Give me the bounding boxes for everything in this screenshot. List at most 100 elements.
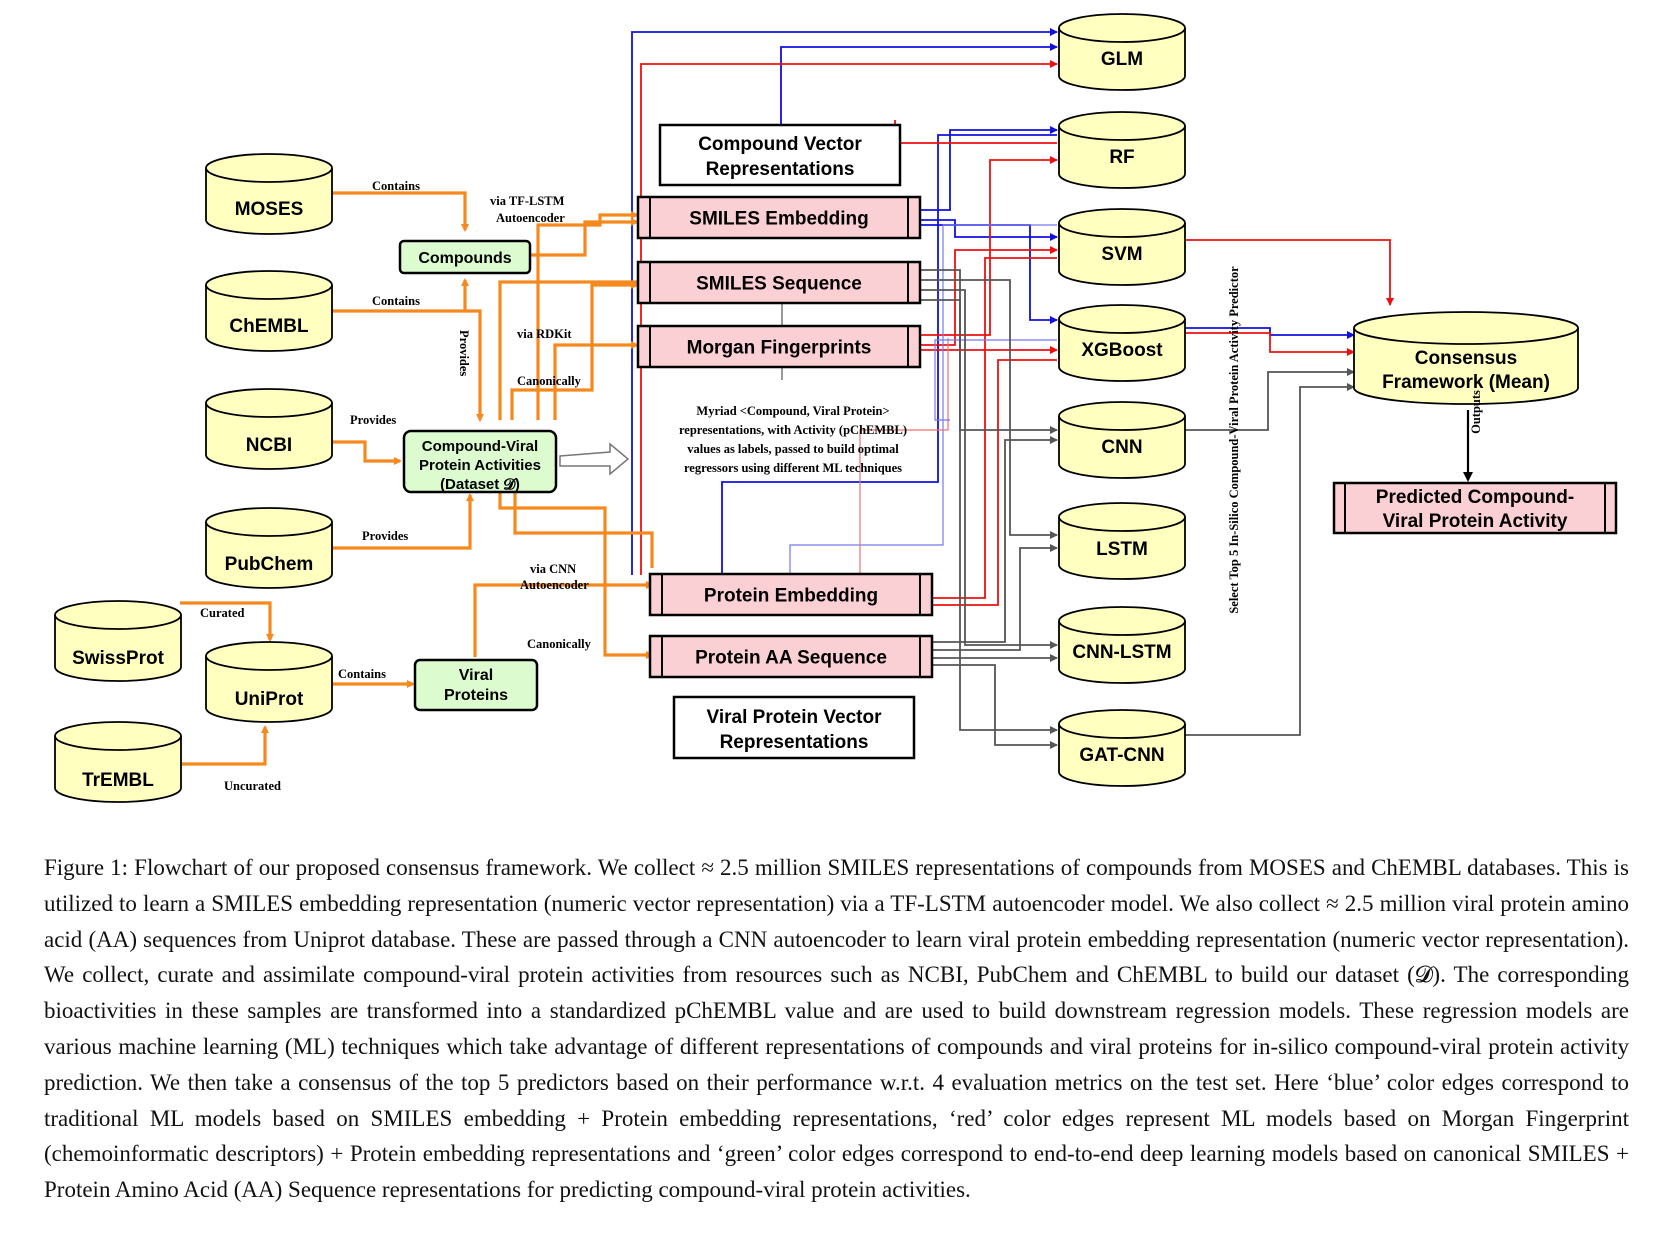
model-cnn-lstm-label: CNN-LSTM [1072, 642, 1171, 663]
model-xgboost: XGBoost [1058, 304, 1186, 382]
compounds-label: Compounds [418, 250, 511, 267]
label-contains-uniprot: Contains [338, 667, 386, 681]
db-chembl: ChEMBL [205, 270, 333, 352]
label-outputs: Outputs [1469, 390, 1483, 434]
edge-red-protemb-svm [930, 257, 1057, 599]
rep-smiles-embedding: SMILES Embedding [636, 195, 922, 240]
edge-blue-smiles-svm [920, 219, 1058, 241]
model-rf: RF [1058, 111, 1186, 189]
label-provides-pubchem: Provides [362, 529, 408, 543]
db-trembl: TrEMBL [54, 721, 182, 803]
model-rf-label: RF [1109, 147, 1134, 168]
viral-label-1: Viral [459, 667, 493, 684]
edge-swissprot-uniprot [180, 601, 274, 642]
model-glm: GLM [1058, 13, 1186, 91]
db-pubchem: PubChem [205, 507, 333, 589]
model-lstm-label: LSTM [1096, 539, 1148, 560]
edge-red-svm-consensus [1180, 239, 1394, 306]
label-tf-lstm-1: via TF-LSTM [490, 194, 565, 208]
edge-compounds-smiles-emb [528, 218, 639, 257]
model-gat-cnn-label: GAT-CNN [1079, 745, 1164, 766]
label-contains-moses: Contains [372, 179, 420, 193]
activities-node: Compound-Viral Protein Activities (Datas… [402, 429, 558, 494]
edge-trembl-uniprot [180, 725, 269, 766]
label-cnn-ae-1: via CNN [530, 562, 576, 576]
model-cnn: CNN [1058, 401, 1186, 479]
edge-moses-compounds [330, 191, 469, 232]
label-uncurated: Uncurated [224, 779, 281, 793]
viral-vector-line1: Viral Protein Vector [707, 707, 883, 728]
edge-red-xgb-consensus [1180, 332, 1355, 356]
annotation-line3: values as labels, passed to build optima… [687, 442, 899, 456]
viral-label-2: Proteins [444, 687, 508, 704]
db-moses: MOSES [205, 153, 333, 235]
edge-red-protemb-xgb [930, 359, 1057, 606]
edge-blue-protemb-glm [631, 28, 1058, 575]
db-swissprot-label: SwissProt [72, 648, 165, 669]
edge-red-protemb-glm [640, 60, 1058, 575]
edge-red-morgan-rf2 [894, 120, 1057, 144]
compound-vector-line2: Representations [706, 159, 855, 180]
edge-gray-gatcnn-consensus [1180, 383, 1355, 736]
consensus-line1: Consensus [1415, 348, 1517, 369]
viral-vector-line2: Representations [720, 732, 869, 753]
rep-protein-embedding-label: Protein Embedding [704, 586, 878, 607]
edge-gray-aa-gatcnn [930, 664, 1058, 749]
label-provides-ncbi: Provides [350, 413, 396, 427]
rep-smiles-sequence-label: SMILES Sequence [696, 274, 862, 295]
edge-labels: Contains Contains Provides Provides Cura… [200, 179, 1483, 793]
annotation-line2: representations, with Activity (pChEMBL) [679, 423, 907, 437]
hollow-arrow [559, 442, 630, 476]
edges-orange [180, 191, 654, 766]
label-contains-chembl: Contains [372, 294, 420, 308]
model-xgboost-label: XGBoost [1081, 340, 1163, 361]
db-trembl-label: TrEMBL [82, 770, 154, 791]
edge-activities-aa [498, 490, 654, 659]
db-pubchem-label: PubChem [225, 554, 314, 575]
db-chembl-label: ChEMBL [229, 316, 309, 337]
edge-blue-xgb-consensus [1180, 327, 1355, 339]
compounds-node: Compounds [398, 239, 532, 275]
rep-morgan-label: Morgan Fingerprints [687, 338, 872, 359]
edge-activities-smiles-seq [498, 280, 637, 420]
model-gat-cnn: GAT-CNN [1058, 709, 1186, 787]
label-rdkit: via RDKit [517, 327, 572, 341]
activities-label-2: Protein Activities [419, 457, 541, 474]
rep-morgan: Morgan Fingerprints [636, 324, 922, 369]
model-cnn-label: CNN [1101, 437, 1142, 458]
edge-lightblue-2 [934, 339, 1057, 421]
model-svm: SVM [1058, 208, 1186, 286]
model-lstm: LSTM [1058, 502, 1186, 580]
db-uniprot: UniProt [205, 641, 333, 723]
edge-pubchem-activities [330, 493, 474, 550]
edge-gray-smiles-cnnlstm [920, 289, 1058, 649]
label-provides-chembl: Provides [457, 330, 471, 376]
model-cnn-lstm: CNN-LSTM [1058, 606, 1186, 684]
edge-activities-morgan [553, 341, 639, 420]
db-ncbi-label: NCBI [246, 435, 292, 456]
label-cnn-ae-2: Autoencoder [520, 578, 589, 592]
rep-smiles-embedding-label: SMILES Embedding [689, 209, 868, 230]
rep-smiles-sequence: SMILES Sequence [636, 260, 922, 305]
model-glm-label: GLM [1101, 49, 1143, 70]
edge-lightblue-protemb [789, 224, 1057, 578]
db-ncbi: NCBI [205, 388, 333, 470]
edge-viral-protemb [473, 581, 654, 657]
db-moses-label: MOSES [235, 199, 304, 220]
edge-chembl-activities [465, 309, 484, 422]
compound-vector-line1: Compound Vector [698, 134, 862, 155]
activities-label-1: Compound-Viral [422, 438, 538, 455]
edge-blue-smiles-rf [920, 126, 1058, 211]
model-svm-label: SVM [1101, 244, 1142, 265]
edge-red-morgan-svm [920, 246, 1058, 346]
output-line1: Predicted Compound- [1376, 487, 1574, 508]
edge-lightred-protemb [859, 338, 949, 578]
annotation-line4: regressors using different ML techniques [684, 461, 902, 475]
output-line2: Viral Protein Activity [1383, 511, 1568, 532]
edge-blue-protemb-up [721, 134, 1057, 578]
annotation-text: Myriad <Compound, Viral Protein> represe… [679, 404, 907, 475]
consensus-node: Consensus Framework (Mean) [1353, 311, 1579, 405]
label-canonically-top: Canonically [517, 374, 582, 388]
